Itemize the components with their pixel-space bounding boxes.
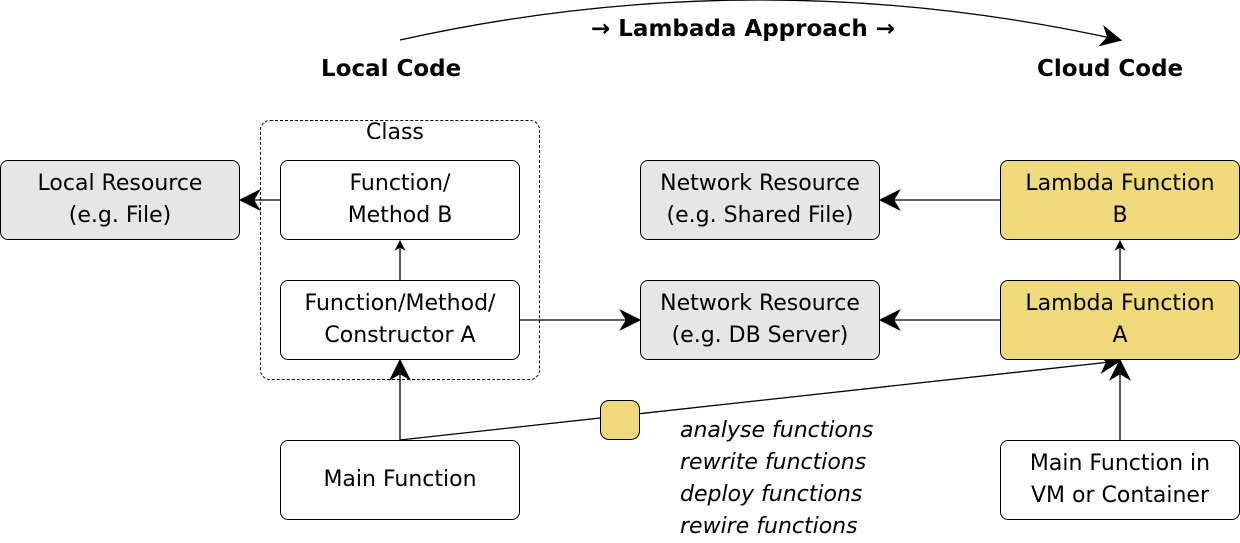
process-steps: analyse functions rewrite functions depl… (680, 415, 873, 543)
main-function-box: Main Function (280, 440, 520, 520)
process-marker (600, 400, 640, 440)
lambda-b-box: Lambda Function B (1000, 160, 1240, 240)
heading-cloud-code: Cloud Code (1037, 56, 1184, 82)
step-rewire: rewire functions (680, 514, 858, 539)
heading-lambada-approach: → Lambada Approach → (591, 16, 896, 42)
method-b-box: Function/ Method B (280, 160, 520, 240)
edge-main-to-lambda-a (399, 352, 1122, 441)
approach-arrow (399, 0, 1123, 47)
step-deploy: deploy functions (680, 482, 863, 507)
class-group (260, 120, 540, 380)
main-vm-box: Main Function in VM or Container (1000, 440, 1240, 520)
step-rewrite: rewrite functions (680, 450, 867, 475)
class-group-label: Class (366, 120, 424, 145)
method-a-box: Function/Method/ Constructor A (280, 280, 520, 360)
lambda-a-box: Lambda Function A (1000, 280, 1240, 360)
local-resource-box: Local Resource (e.g. File) (0, 160, 240, 240)
heading-local-code: Local Code (321, 56, 462, 82)
network-db-server-box: Network Resource (e.g. DB Server) (640, 280, 880, 360)
network-shared-file-box: Network Resource (e.g. Shared File) (640, 160, 880, 240)
step-analyse: analyse functions (680, 418, 874, 443)
